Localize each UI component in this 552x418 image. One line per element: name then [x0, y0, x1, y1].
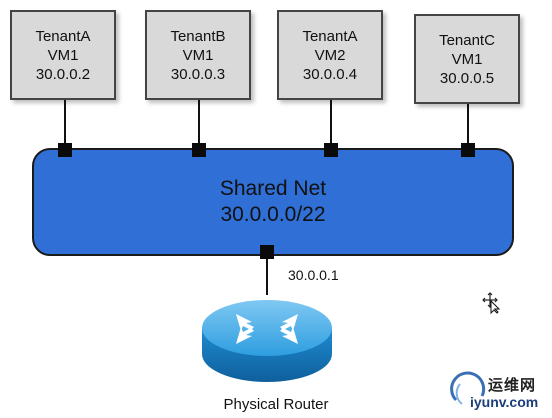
move-cursor-icon — [482, 292, 500, 314]
port-vm1 — [58, 143, 72, 157]
vm-box-tenantc-vm1: TenantC VM1 30.0.0.5 — [414, 14, 520, 104]
gateway-ip-label: 30.0.0.1 — [288, 267, 339, 283]
vm-tenant-label: TenantB — [170, 27, 226, 45]
network-name-label: Shared Net — [219, 177, 327, 200]
vm-ip-label: 30.0.0.4 — [302, 65, 358, 83]
vm-ip-label: 30.0.0.2 — [35, 65, 91, 83]
vm-name-label: VM1 — [182, 46, 214, 64]
vm2-link-wire — [198, 100, 200, 148]
port-vm2 — [192, 143, 206, 157]
port-vm3 — [324, 143, 338, 157]
vm-tenant-label: TenantC — [439, 31, 495, 49]
vm-tenant-label: TenantA — [35, 27, 91, 45]
router-caption: Physical Router — [223, 396, 329, 413]
watermark: 运维网 iyunv.com — [448, 366, 552, 418]
vm-name-label: VM1 — [451, 50, 483, 68]
router-icon — [202, 300, 332, 382]
vm1-link-wire — [64, 100, 66, 148]
watermark-site: iyunv.com — [470, 394, 539, 410]
watermark-brand: 运维网 — [488, 377, 537, 394]
watermark-logo-icon — [450, 371, 486, 405]
vm3-link-wire — [330, 100, 332, 148]
vm-box-tenanta-vm1: TenantA VM1 30.0.0.2 — [10, 10, 116, 100]
shared-net-segment: Shared Net 30.0.0.0/22 — [32, 148, 514, 256]
network-cidr-label: 30.0.0.0/22 — [220, 203, 326, 226]
router-link-wire — [266, 259, 268, 295]
vm-tenant-label: TenantA — [302, 27, 358, 45]
vm-box-tenanta-vm2: TenantA VM2 30.0.0.4 — [277, 10, 383, 100]
vm-name-label: VM2 — [314, 46, 346, 64]
vm-ip-label: 30.0.0.5 — [439, 69, 495, 87]
vm-ip-label: 30.0.0.3 — [170, 65, 226, 83]
port-vm4 — [461, 143, 475, 157]
vm4-link-wire — [467, 104, 469, 148]
port-router — [260, 245, 274, 259]
vm-box-tenantb-vm1: TenantB VM1 30.0.0.3 — [145, 10, 251, 100]
vm-name-label: VM1 — [47, 46, 79, 64]
